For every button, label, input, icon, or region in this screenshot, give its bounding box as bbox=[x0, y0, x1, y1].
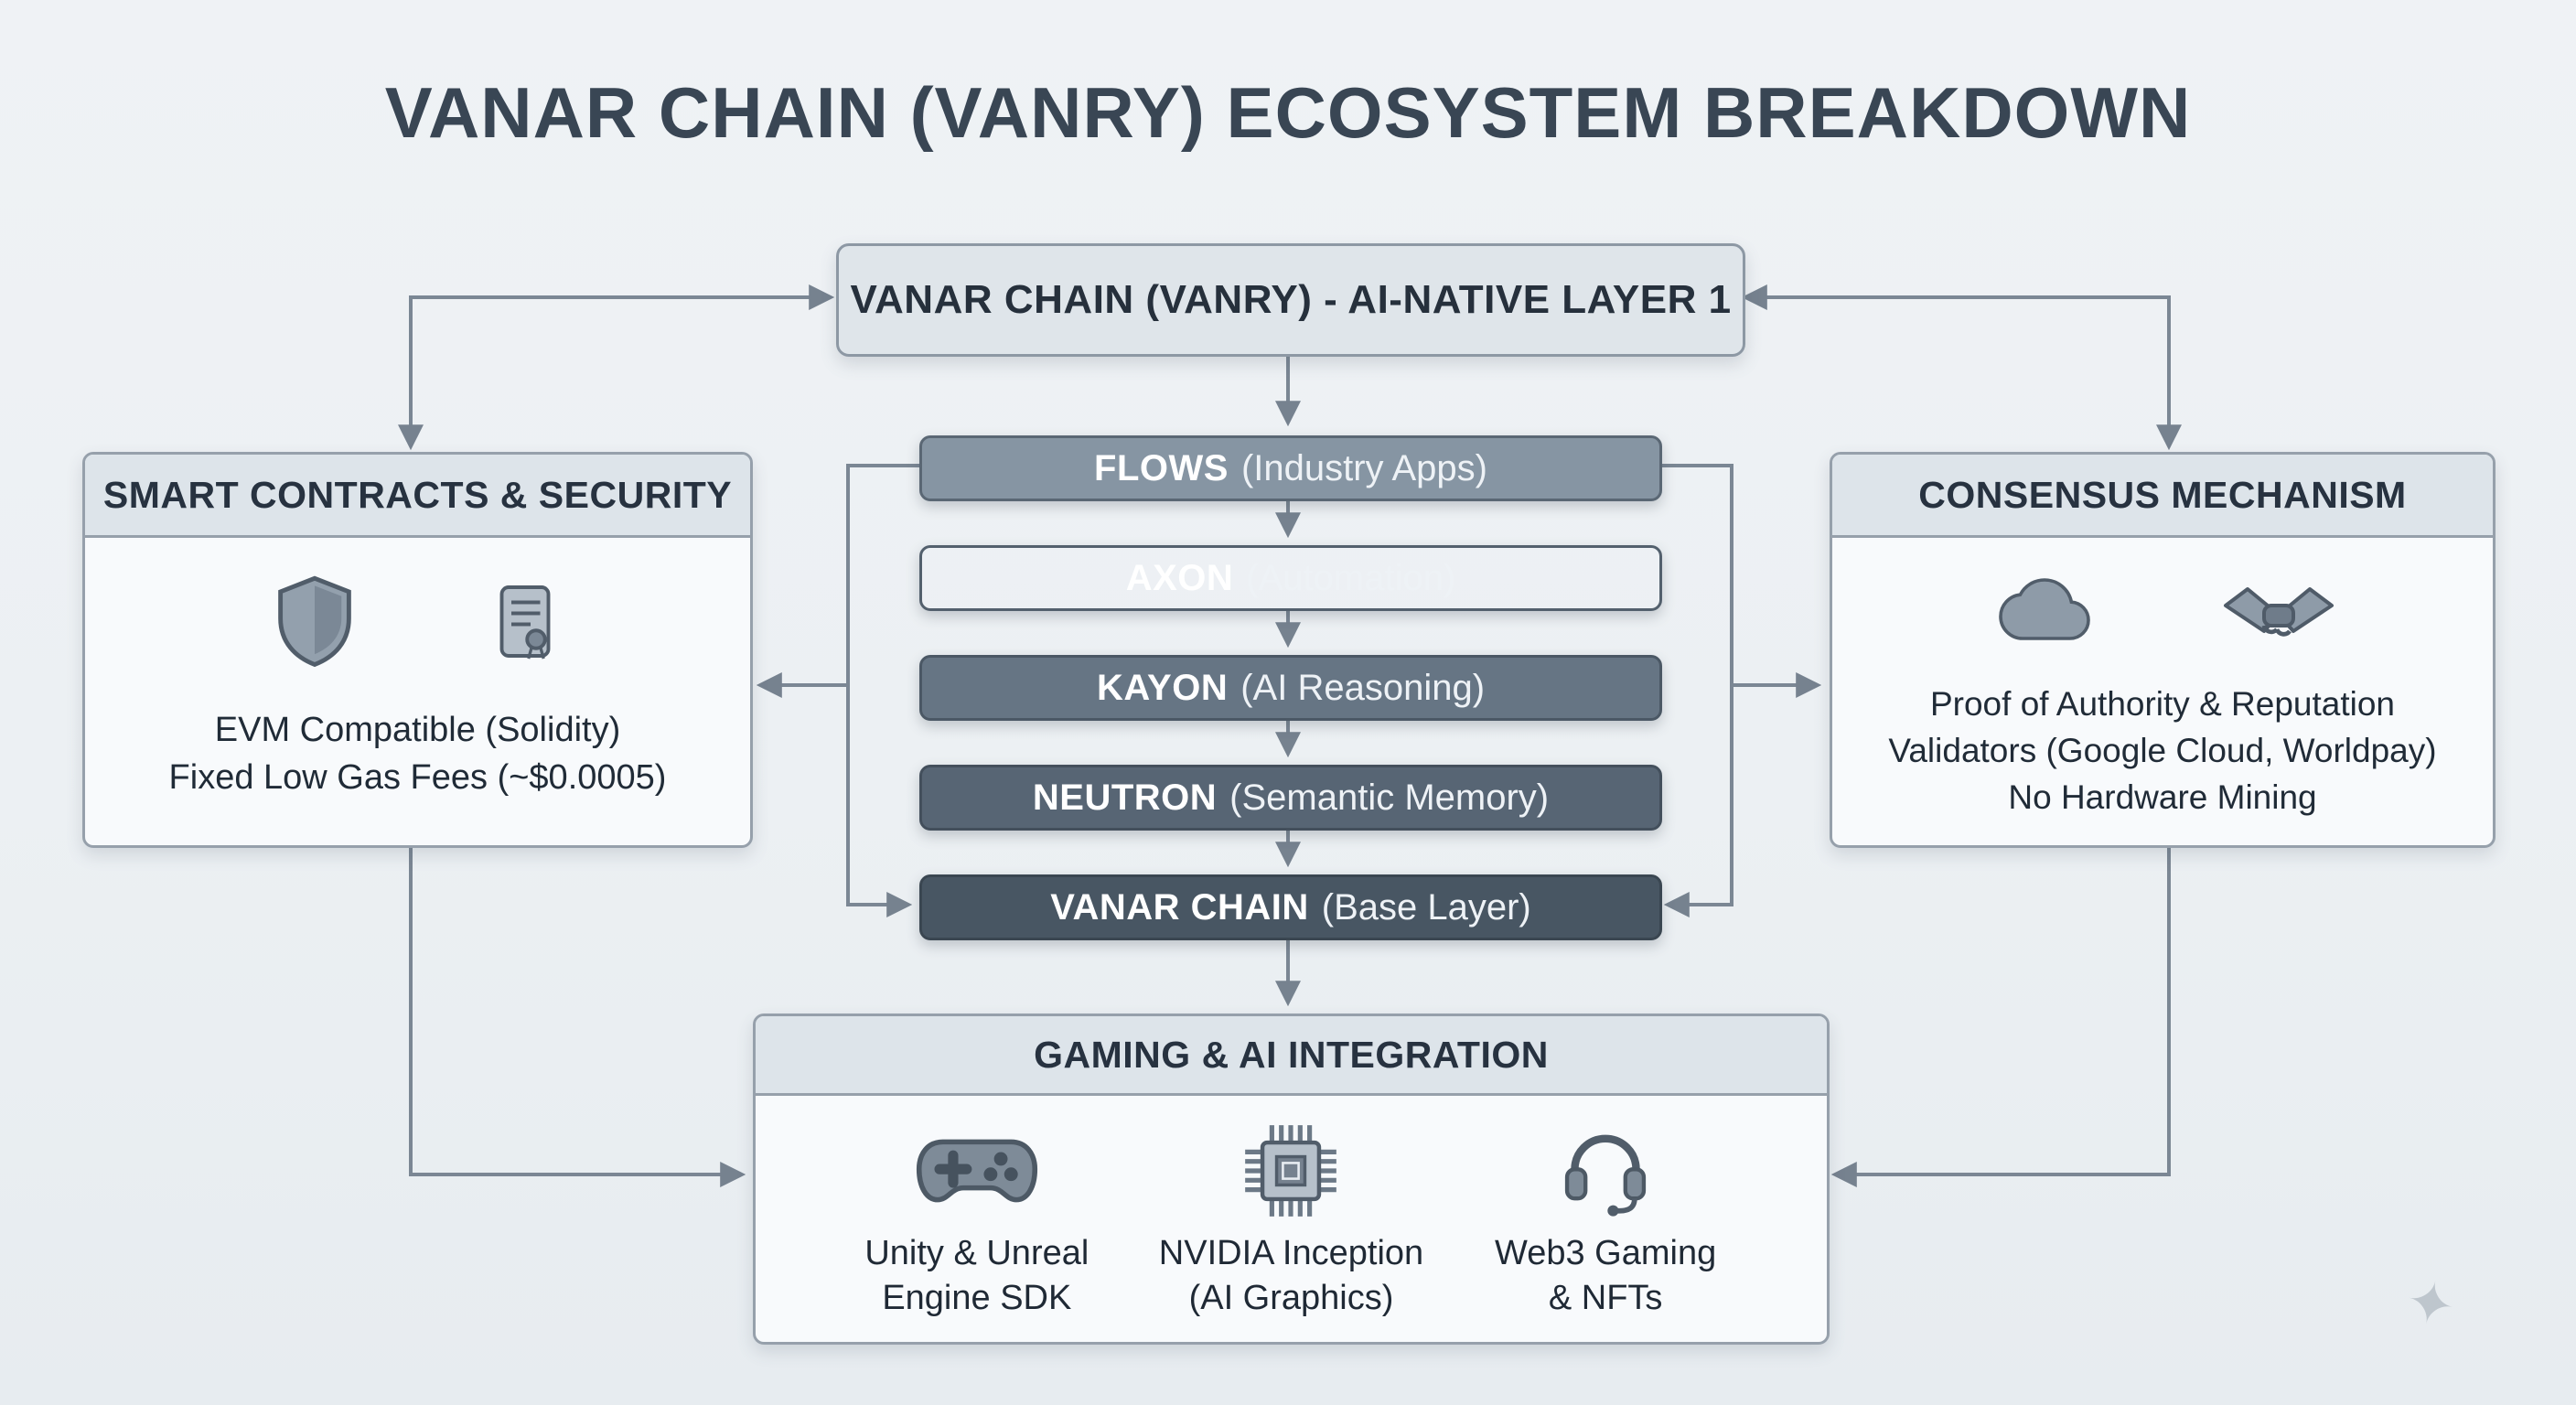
gaming-ai-items: Unity & Unreal Engine SDK bbox=[756, 1096, 1827, 1322]
panel-gaming-ai-header: GAMING & AI INTEGRATION bbox=[756, 1016, 1827, 1096]
chip-icon bbox=[1240, 1110, 1341, 1231]
smart-contracts-line-1: EVM Compatible (Solidity) bbox=[214, 711, 621, 749]
connector-consensus-to-gaming bbox=[1830, 846, 2171, 1187]
consensus-text: Proof of Authority & Reputation Validato… bbox=[1832, 681, 2493, 820]
layer-vanar-base-detail: (Base Layer) bbox=[1321, 886, 1531, 928]
gaming-item-web3-line-2: & NFTs bbox=[1548, 1279, 1663, 1318]
node-ai-native-layer1-label: VANAR CHAIN (VANRY) - AI-NATIVE LAYER 1 bbox=[850, 277, 1732, 322]
layer-axon-detail: (Automation) bbox=[1246, 557, 1456, 598]
layer-kayon: KAYON (AI Reasoning) bbox=[919, 655, 1662, 721]
cloud-icon bbox=[1988, 565, 2101, 658]
panel-consensus-header: CONSENSUS MECHANISM bbox=[1832, 455, 2493, 538]
gaming-item-web3: Web3 Gaming & NFTs bbox=[1454, 1110, 1756, 1322]
layer-flows: FLOWS (Industry Apps) bbox=[919, 435, 1662, 501]
layer-flows-detail: (Industry Apps) bbox=[1240, 447, 1487, 488]
gaming-item-web3-line-1: Web3 Gaming bbox=[1495, 1234, 1717, 1272]
panel-gaming-ai-title: GAMING & AI INTEGRATION bbox=[1034, 1033, 1549, 1076]
consensus-line-2: Validators (Google Cloud, Worldpay) bbox=[1888, 732, 2437, 770]
gaming-item-nvidia: NVIDIA Inception (AI Graphics) bbox=[1140, 1110, 1442, 1322]
panel-gaming-ai: GAMING & AI INTEGRATION Unity & Unreal E… bbox=[753, 1014, 1830, 1345]
smart-contracts-line-2: Fixed Low Gas Fees (~$0.0005) bbox=[168, 758, 667, 798]
layer-neutron-detail: (Semantic Memory) bbox=[1229, 777, 1550, 818]
handshake-icon bbox=[2220, 567, 2337, 656]
layer-neutron-name: NEUTRON bbox=[1032, 777, 1218, 818]
connector-right-to-topbox bbox=[1741, 284, 2182, 451]
smart-contracts-text: EVM Compatible (Solidity) Fixed Low Gas … bbox=[85, 706, 750, 802]
layer-flows-name: FLOWS bbox=[1094, 447, 1229, 488]
gaming-item-unity-line-1: Unity & Unreal bbox=[864, 1234, 1089, 1272]
headset-icon bbox=[1556, 1110, 1655, 1231]
gaming-item-nvidia-line-2: (AI Graphics) bbox=[1188, 1279, 1394, 1318]
contract-scroll-icon bbox=[481, 572, 569, 679]
gaming-item-unity: Unity & Unreal Engine SDK bbox=[826, 1110, 1128, 1322]
shield-icon bbox=[267, 572, 362, 679]
panel-smart-contracts: SMART CONTRACTS & SECURITY bbox=[82, 452, 753, 848]
connector-contracts-to-gaming bbox=[409, 846, 746, 1187]
consensus-icons bbox=[1832, 558, 2493, 664]
panel-consensus: CONSENSUS MECHANISM Proof bbox=[1830, 452, 2496, 848]
bracket-left-stack bbox=[846, 464, 919, 917]
consensus-line-3: No Hardware Mining bbox=[2008, 778, 2317, 817]
layer-axon-name: AXON bbox=[1125, 557, 1234, 598]
consensus-line-1: Proof of Authority & Reputation bbox=[1929, 685, 2396, 723]
gaming-item-nvidia-line-1: NVIDIA Inception bbox=[1158, 1234, 1424, 1272]
layer-neutron: NEUTRON (Semantic Memory) bbox=[919, 765, 1662, 831]
bracket-right-stack bbox=[1657, 464, 1733, 917]
panel-smart-contracts-title: SMART CONTRACTS & SECURITY bbox=[102, 473, 733, 516]
watermark-sparkle: ✦ bbox=[2399, 1266, 2462, 1341]
layer-kayon-name: KAYON bbox=[1096, 667, 1229, 708]
panel-consensus-title: CONSENSUS MECHANISM bbox=[1918, 473, 2407, 516]
gaming-item-unity-line-2: Engine SDK bbox=[882, 1279, 1072, 1318]
smart-contracts-icons bbox=[85, 565, 750, 684]
gamepad-icon bbox=[916, 1110, 1038, 1231]
layer-vanar-base: VANAR CHAIN (Base Layer) bbox=[919, 874, 1662, 940]
panel-smart-contracts-header: SMART CONTRACTS & SECURITY bbox=[85, 455, 750, 538]
node-ai-native-layer1: VANAR CHAIN (VANRY) - AI-NATIVE LAYER 1 bbox=[836, 243, 1745, 357]
layer-kayon-detail: (AI Reasoning) bbox=[1240, 667, 1486, 708]
layer-axon: AXON (Automation) bbox=[919, 545, 1662, 611]
layer-vanar-base-name: VANAR CHAIN bbox=[1050, 886, 1309, 928]
page-title: VANAR CHAIN (VANRY) ECOSYSTEM BREAKDOWN bbox=[384, 72, 2192, 153]
connector-left-to-topbox bbox=[398, 284, 835, 451]
